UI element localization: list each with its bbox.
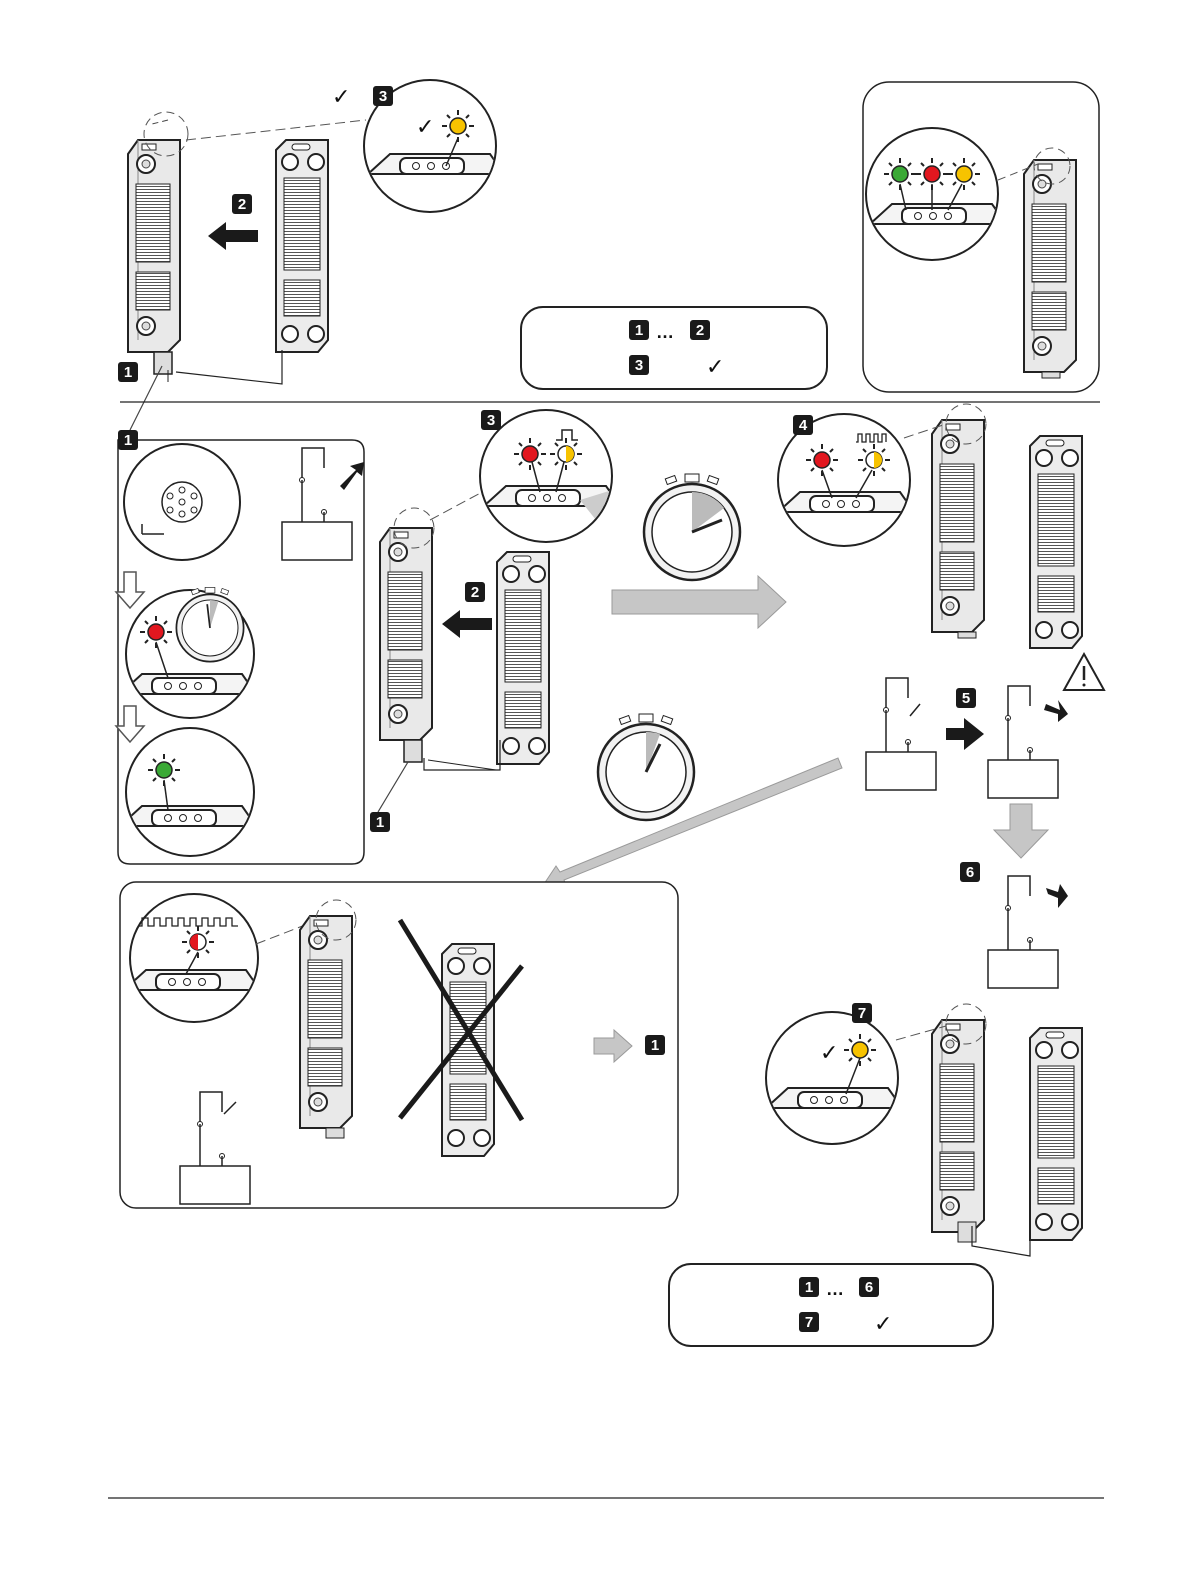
- svg-text:…: …: [656, 322, 676, 342]
- led-red-icon: [522, 446, 538, 462]
- svg-text:3: 3: [487, 412, 495, 429]
- check-icon: ✓: [874, 1312, 892, 1337]
- failure-panel: 1: [120, 882, 678, 1208]
- led-red-icon: [148, 624, 164, 640]
- check-icon: ✓: [416, 115, 434, 140]
- svg-text:6: 6: [865, 1279, 873, 1296]
- led-green-icon: [892, 166, 908, 182]
- svg-text:2: 2: [696, 322, 704, 339]
- check-icon: ✓: [706, 355, 724, 380]
- stopwatch-icon: [598, 714, 694, 820]
- svg-text:3: 3: [379, 88, 387, 105]
- summary-box-bottom: 1 … 6 7 ✓: [669, 1264, 993, 1346]
- svg-text:1: 1: [651, 1037, 659, 1054]
- check-icon: ✓: [820, 1041, 838, 1066]
- svg-text:3: 3: [635, 357, 643, 374]
- svg-text:7: 7: [805, 1314, 813, 1331]
- svg-text:1: 1: [124, 364, 132, 381]
- step-3-badge: 3: [373, 86, 393, 106]
- svg-text:6: 6: [966, 864, 974, 881]
- led-overview-panel: [863, 82, 1099, 392]
- svg-text:1: 1: [124, 432, 132, 449]
- right-circuits: 5 6: [866, 654, 1104, 988]
- right-scene-step4: 4: [778, 404, 1082, 648]
- svg-text:1: 1: [635, 322, 643, 339]
- step-2-badge: 2: [232, 194, 252, 214]
- check-icon: ✓: [332, 85, 350, 110]
- warning-icon: [1064, 654, 1104, 690]
- right-scene-step7: ✓ 7: [766, 1003, 1082, 1256]
- stopwatch-icon: [644, 474, 740, 580]
- move-arrow-icon: [208, 222, 258, 250]
- svg-text:4: 4: [799, 417, 808, 434]
- led-red-icon: [924, 166, 940, 182]
- svg-text:2: 2: [471, 584, 479, 601]
- led-green-icon: [156, 762, 172, 778]
- center-scene: 2 1 3: [370, 410, 786, 832]
- sensor-body: [128, 140, 180, 352]
- summary-box-top: 1 … 2 3 ✓: [521, 307, 827, 389]
- svg-text:…: …: [826, 1279, 846, 1299]
- svg-text:7: 7: [858, 1005, 866, 1022]
- led-yellow-icon: [450, 118, 466, 134]
- step-1-badge: 1: [118, 362, 138, 382]
- svg-text:2: 2: [238, 196, 246, 213]
- svg-text:5: 5: [962, 690, 970, 707]
- svg-text:1: 1: [805, 1279, 813, 1296]
- connection-detail-panel: 1: [116, 430, 364, 864]
- top-left-scene: ✓ ✓ 3 2 1: [118, 80, 504, 430]
- svg-text:1: 1: [376, 814, 384, 831]
- actuator-body: [276, 140, 328, 352]
- led-yellow-icon: [956, 166, 972, 182]
